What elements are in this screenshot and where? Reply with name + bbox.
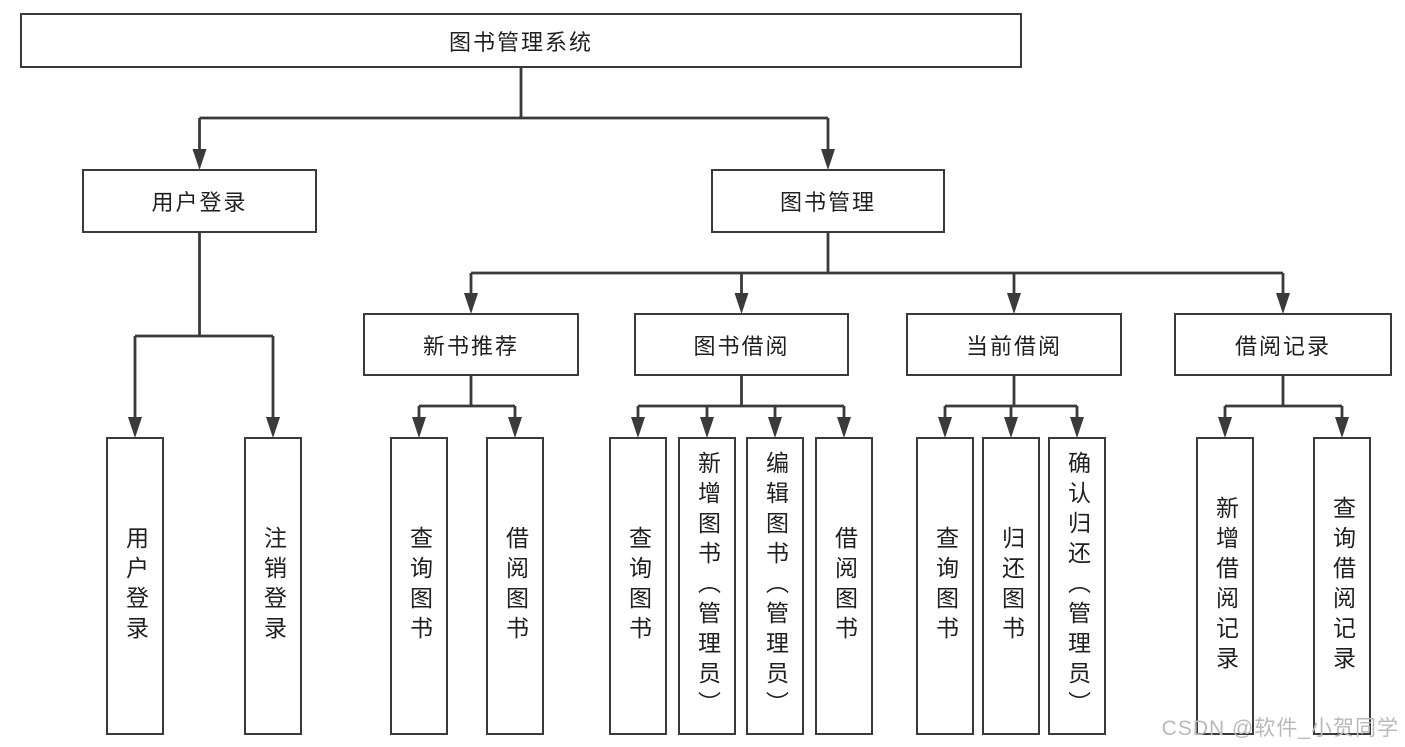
arrowhead-icon — [768, 417, 782, 438]
arrowhead-icon — [837, 417, 851, 438]
node-label-current-borrow: 当前借阅 — [965, 333, 1062, 359]
edge-user-login — [133, 233, 275, 421]
arrowhead-icon — [1070, 417, 1084, 438]
edge-root — [198, 68, 830, 153]
arrowhead-icon — [1276, 293, 1290, 314]
node-label-user-login: 用户登录 — [151, 190, 248, 215]
node-label-leaf-logout: 注销登录 — [260, 526, 287, 646]
node-user-login: 用户登录 — [82, 169, 317, 233]
node-new-book-rec: 新书推荐 — [363, 313, 579, 376]
arrowhead-icon — [700, 417, 714, 438]
node-label-borrow-record: 借阅记录 — [1234, 333, 1331, 359]
arrowhead-icon — [821, 149, 835, 170]
node-leaf-logout: 注销登录 — [244, 437, 302, 735]
arrowhead-icon — [1007, 293, 1021, 314]
node-leaf-borrow-book-2: 借阅图书 — [815, 437, 873, 735]
arrowhead-icon — [412, 417, 426, 438]
node-label-leaf-query-borrow-record: 查询借阅记录 — [1329, 496, 1356, 676]
arrowhead-icon — [508, 417, 522, 438]
node-label-root: 图书管理系统 — [448, 29, 593, 55]
edge-borrow-record — [1223, 376, 1344, 421]
node-leaf-add-book-admin: 新增图书（管理员） — [678, 437, 736, 735]
node-label-book-mgmt: 图书管理 — [779, 190, 876, 215]
arrowhead-icon — [938, 417, 952, 438]
node-leaf-borrow-book-1: 借阅图书 — [486, 437, 544, 735]
node-label-book-borrow: 图书借阅 — [693, 333, 790, 359]
node-label-leaf-query-book-3: 查询图书 — [932, 526, 959, 646]
node-borrow-record: 借阅记录 — [1174, 313, 1392, 376]
node-book-mgmt: 图书管理 — [711, 169, 945, 233]
edge-book-borrow — [636, 376, 846, 421]
arrowhead-icon — [734, 293, 749, 314]
node-label-leaf-borrow-book-1: 借阅图书 — [502, 526, 529, 646]
arrowhead-icon — [128, 417, 142, 438]
node-leaf-add-borrow-record: 新增借阅记录 — [1196, 437, 1254, 735]
arrowhead-icon — [266, 417, 280, 438]
node-root: 图书管理系统 — [20, 13, 1022, 68]
arrowhead-icon — [1218, 417, 1232, 438]
node-label-leaf-query-book-2: 查询图书 — [625, 526, 652, 646]
edge-current-borrow — [943, 376, 1079, 421]
edge-new-book-rec — [417, 376, 517, 421]
node-label-leaf-confirm-return-admin: 确认归还（管理员） — [1064, 451, 1091, 721]
arrowhead-icon — [631, 417, 645, 438]
node-leaf-query-book-1: 查询图书 — [390, 437, 448, 735]
node-label-leaf-query-book-1: 查询图书 — [406, 526, 433, 646]
node-leaf-query-borrow-record: 查询借阅记录 — [1313, 437, 1371, 735]
arrowhead-icon — [192, 149, 207, 170]
arrowhead-icon — [1335, 417, 1349, 438]
node-leaf-user-login: 用户登录 — [106, 437, 164, 735]
node-label-leaf-borrow-book-2: 借阅图书 — [831, 526, 858, 646]
edge-book-mgmt — [469, 233, 1285, 297]
node-leaf-return-book: 归还图书 — [982, 437, 1040, 735]
node-label-new-book-rec: 新书推荐 — [422, 333, 519, 359]
node-label-leaf-add-borrow-record: 新增借阅记录 — [1212, 496, 1239, 676]
arrowhead-icon — [1004, 417, 1018, 438]
node-leaf-query-book-3: 查询图书 — [916, 437, 974, 735]
node-current-borrow: 当前借阅 — [906, 313, 1122, 376]
node-label-leaf-edit-book-admin: 编辑图书（管理员） — [762, 451, 789, 721]
node-label-leaf-user-login: 用户登录 — [122, 526, 149, 646]
node-leaf-query-book-2: 查询图书 — [609, 437, 667, 735]
arrowhead-icon — [464, 293, 478, 314]
node-book-borrow: 图书借阅 — [634, 313, 849, 376]
node-leaf-edit-book-admin: 编辑图书（管理员） — [746, 437, 804, 735]
node-leaf-confirm-return-admin: 确认归还（管理员） — [1048, 437, 1106, 735]
node-label-leaf-add-book-admin: 新增图书（管理员） — [694, 451, 721, 721]
node-label-leaf-return-book: 归还图书 — [998, 526, 1025, 646]
